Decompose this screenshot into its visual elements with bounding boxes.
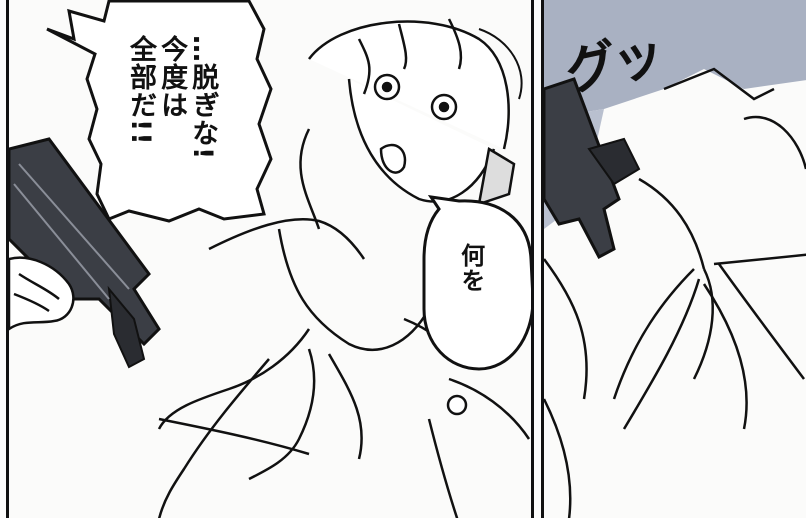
speech-line: 全部だ!! <box>125 35 157 146</box>
hand-drawing <box>9 256 75 331</box>
gun-drawing-right <box>544 77 641 260</box>
gun-drawing <box>9 137 161 369</box>
dress-drawing <box>157 218 531 518</box>
manga-panel-left: …脱ぎな! 今度は 全部だ!! 何を <box>6 0 534 518</box>
character-drawing <box>299 18 523 230</box>
character-drawing-right <box>544 67 806 518</box>
speech-bubble-2-text: 何を <box>456 243 485 293</box>
speech-line: …脱ぎな! <box>187 35 219 161</box>
speech-bubble-2-shape <box>422 195 531 371</box>
speech-bubble-1-text: …脱ぎな! 今度は 全部だ!! <box>125 35 218 205</box>
speech-bubble-1-shape <box>46 0 273 223</box>
manga-panel-right: グッ <box>541 0 806 518</box>
panel-right-artwork <box>544 0 806 518</box>
speech-line: 今度は <box>156 35 188 119</box>
panel-left-artwork <box>9 0 531 518</box>
